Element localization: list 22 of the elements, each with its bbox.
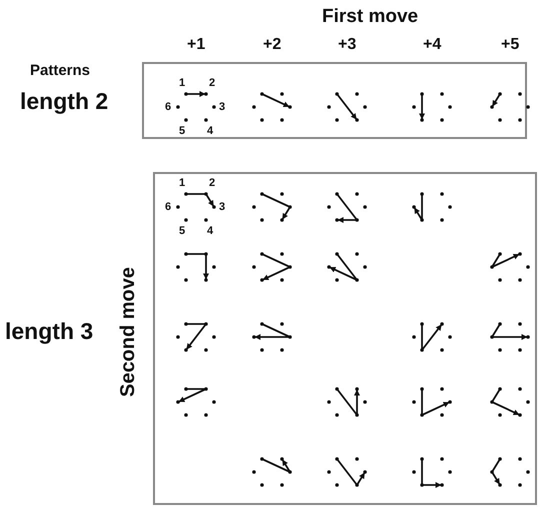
column-header: +1 xyxy=(187,37,206,53)
column-header: +2 xyxy=(263,37,282,53)
column-header: +5 xyxy=(501,37,520,53)
dot-number: 5 xyxy=(179,126,186,136)
dot-number: 4 xyxy=(207,126,214,136)
column-header: +3 xyxy=(338,37,356,53)
dot-number: 6 xyxy=(165,202,172,212)
dot-number: 1 xyxy=(179,178,186,188)
dot-number: 1 xyxy=(179,78,186,88)
dot-number: 4 xyxy=(207,226,214,236)
row-heading: length 3 xyxy=(5,320,94,343)
dot-number: 3 xyxy=(219,202,226,212)
axis-title: First move xyxy=(322,6,418,26)
dot-number: 2 xyxy=(209,178,216,188)
dot-number: 3 xyxy=(219,102,226,112)
dot-number: 2 xyxy=(209,78,216,88)
row-heading: length 2 xyxy=(20,90,108,113)
axis-title: Second move xyxy=(118,266,138,398)
dot-number: 6 xyxy=(165,102,172,112)
dot-number: 5 xyxy=(179,226,186,236)
column-header: +4 xyxy=(423,37,442,53)
corner-label: Patterns xyxy=(30,62,90,78)
